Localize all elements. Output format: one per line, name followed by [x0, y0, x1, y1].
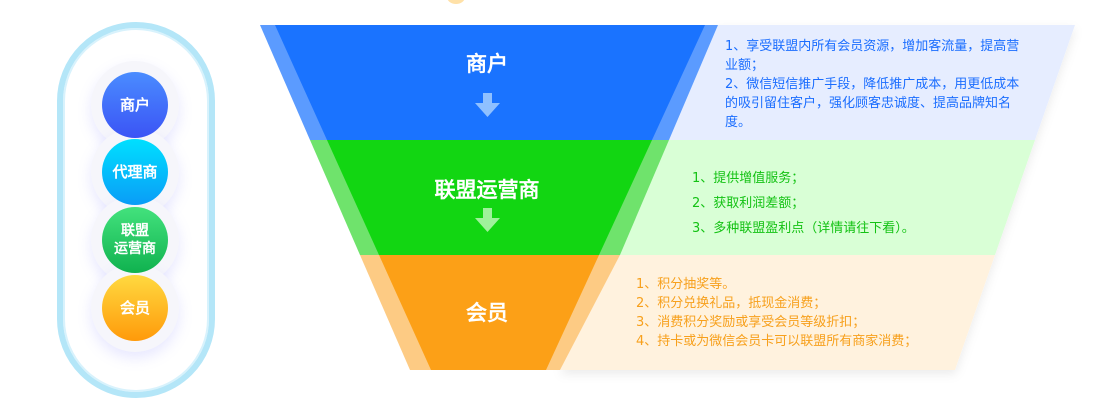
panel-merchant [669, 25, 1075, 140]
panel-member [560, 255, 995, 370]
panel-operator [620, 140, 1035, 255]
benefit-line: 2、微信短信推广手段，降低推广成本，用更低成本的吸引留住客户，强化顾客忠诚度、提… [725, 77, 1020, 130]
decorative-dot [447, 0, 465, 4]
member-benefits: 1、积分抽奖等。 2、积分兑换礼品，抵现金消费； 3、消费积分奖励或享受会员等级… [636, 275, 966, 351]
band-merchant [275, 25, 705, 140]
arrow-down-icon [475, 208, 500, 232]
benefit-line: 2、积分兑换礼品，抵现金消费； [636, 296, 827, 311]
arrow-down-icon [475, 93, 500, 117]
benefit-line: 1、享受联盟内所有会员资源，增加客流量，提高营业额； [725, 39, 1020, 73]
funnel-title-merchant: 商户 [466, 52, 508, 76]
funnel-title-operator: 联盟运营商 [434, 178, 540, 202]
benefit-line: 1、提供增值服务； [692, 171, 805, 186]
benefit-line: 1、积分抽奖等。 [636, 277, 736, 292]
benefit-line: 2、获取利润差额； [692, 196, 805, 211]
role-member[interactable]: 会员 [102, 275, 168, 341]
band-member [379, 255, 599, 370]
role-agent[interactable]: 代理商 [102, 139, 168, 205]
band-operator [327, 140, 652, 255]
role-label: 联盟运营商 [114, 223, 156, 257]
operator-benefits: 1、提供增值服务； 2、获取利润差额； 3、多种联盟盈利点（详情请往下看）。 [692, 166, 1012, 241]
role-alliance-operator[interactable]: 联盟运营商 [102, 207, 168, 273]
benefit-line: 4、持卡或为微信会员卡可以联盟所有商家消费； [636, 334, 918, 349]
benefit-line: 3、消费积分奖励或享受会员等级折扣； [636, 315, 866, 330]
merchant-benefits: 1、享受联盟内所有会员资源，增加客流量，提高营业额； 2、微信短信推广手段，降低… [725, 37, 1020, 132]
benefit-line: 3、多种联盟盈利点（详情请往下看）。 [692, 221, 915, 236]
funnel-title-member: 会员 [466, 301, 508, 325]
role-merchant[interactable]: 商户 [102, 72, 168, 138]
